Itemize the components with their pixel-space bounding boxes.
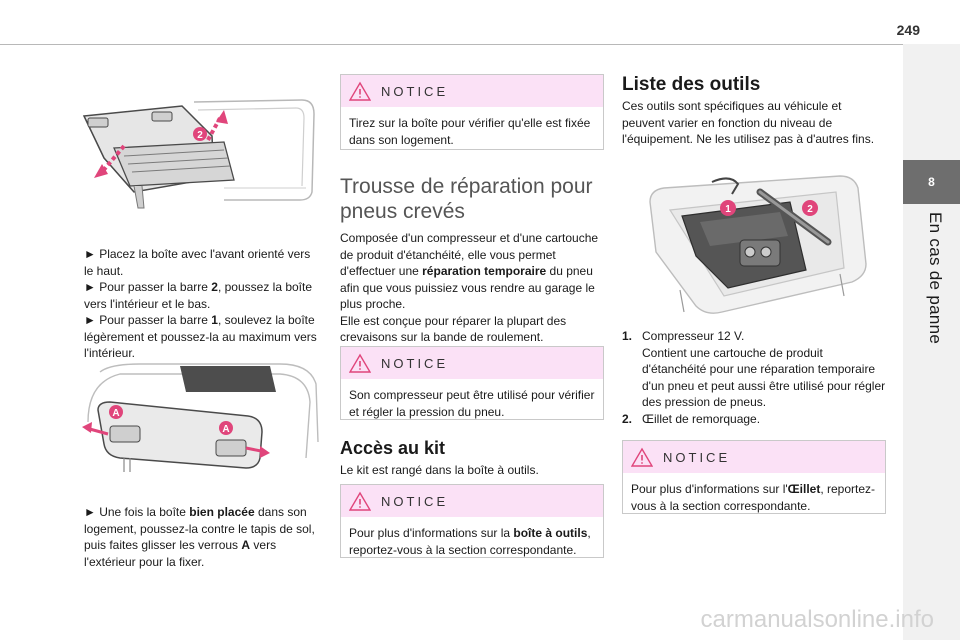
heading-tool-list: Liste des outils [622,74,761,95]
notice-box-fixation: NOTICE Tirez sur la boîte pour vérifier … [340,74,604,150]
notice-label: NOTICE [381,493,449,509]
illustration-box-insertion: 2 [74,88,324,218]
insertion-instructions: ► Placez la boîte avec l'avant orienté v… [84,247,317,360]
warning-icon [349,353,371,373]
chapter-number-badge[interactable]: 8 [903,160,960,204]
notice-header: NOTICE [341,485,603,517]
notice-text: Pour plus d'informations sur la boîte à … [349,526,591,557]
notice-box-toolbox: NOTICE Pour plus d'informations sur la b… [340,484,604,558]
illustration-toolkit: 1 2 [640,172,880,322]
heading-kit-access: Accès au kit [340,438,446,458]
notice-header: NOTICE [341,75,603,107]
heading-repair-kit: Trousse de réparation pour pneus crevés [340,175,593,223]
notice-text: Tirez sur la boîte pour vérifier qu'elle… [349,116,591,147]
list-item: 1. Compresseur 12 V.Contient une cartouc… [622,329,886,409]
notice-label: NOTICE [663,449,731,465]
warning-icon [631,447,653,467]
warning-icon [349,491,371,511]
notice-box-compressor: NOTICE Son compresseur peut être utilisé… [340,346,604,420]
notice-box-towing-eye: NOTICE Pour plus d'informations sur l'Œi… [622,440,886,514]
warning-icon [349,81,371,101]
illus1-badge: 2 [197,130,203,141]
notice-label: NOTICE [381,355,449,371]
toolkit-badge-2: 2 [807,204,813,215]
chapter-title: En cas de panne [926,212,945,345]
list-item: 2. Œillet de remorquage. [622,411,761,426]
notice-text: Son compresseur peut être utilisé pour v… [349,388,595,419]
chapter-side-tab [903,44,960,640]
toolkit-badge-1: 1 [725,204,731,215]
watermark: carmanualsonline.info [700,606,934,633]
lock-instructions: ► Une fois la boîte bien placée dans son… [84,505,315,569]
illustration-lock-sliders: A A [80,362,320,482]
notice-text: Pour plus d'informations sur l'Œillet, r… [631,482,876,513]
tool-list-intro: Ces outils sont spécifiques au véhicule … [622,99,875,146]
top-rule [0,44,903,45]
page-number: 249 [896,22,920,38]
kit-access-text: Le kit est rangé dans la boîte à outils. [340,463,539,477]
tool-list: 1. Compresseur 12 V.Contient une cartouc… [622,328,886,427]
notice-label: NOTICE [381,83,449,99]
illus2-badge-right: A [222,424,229,435]
notice-header: NOTICE [623,441,885,473]
repair-kit-description: Composée d'un compresseur et d'une carto… [340,231,599,344]
notice-header: NOTICE [341,347,603,379]
illus2-badge-left: A [112,408,119,419]
